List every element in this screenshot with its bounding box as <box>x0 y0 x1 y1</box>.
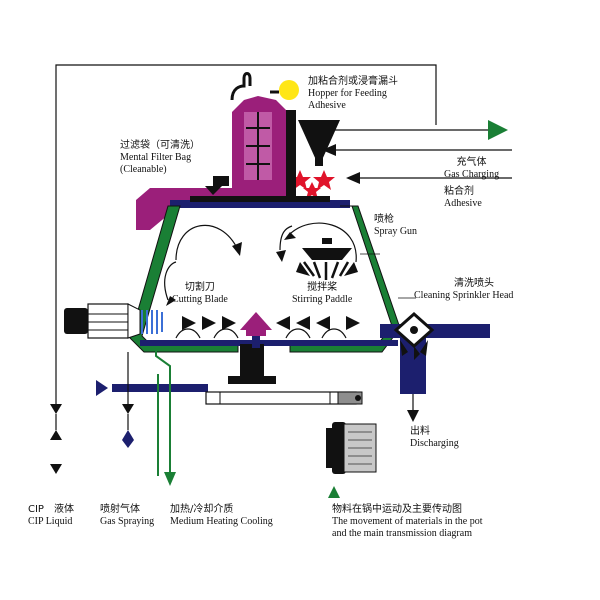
adhesive-line <box>346 172 512 184</box>
hopper-label-en2: Adhesive <box>308 100 346 111</box>
caption-label-en2: and the main transmission diagram <box>332 528 472 539</box>
hopper-label-zh: 加粘合剂或浸膏漏斗 <box>308 76 398 87</box>
spray-gun-label-zh: 喷枪 <box>374 214 394 225</box>
stirring-paddle-label: 搅拌桨 Stirring Paddle <box>292 282 352 306</box>
outlet-green-arrow-icon <box>488 120 508 140</box>
cleaning-head-label: 清洗喷头 Cleaning Sprinkler Head <box>414 278 513 302</box>
gas-spraying-label-zh: 喷射气体 <box>100 504 140 515</box>
filter-bag-label-en1: Mental Filter Bag <box>120 152 192 163</box>
gas-spraying-label: 喷射气体 Gas Spraying <box>100 504 154 528</box>
hopper-label: 加粘合剂或浸膏漏斗 Hopper for Feeding Adhesive <box>308 76 398 112</box>
gas-spraying-valve-icon <box>122 352 134 448</box>
spray-gun-label-en: Spray Gun <box>374 226 418 237</box>
caption-label-zh: 物料在锅中运动及主要传动图 <box>332 504 462 515</box>
stirring-paddle-label-zh: 搅拌桨 <box>307 282 338 293</box>
filter-bag-label: 过滤袋（可清洗） Mental Filter Bag (Cleanable) <box>120 140 200 176</box>
discharging-label-en: Discharging <box>410 438 459 449</box>
gas-charging-line <box>322 144 512 156</box>
discharge-arrow-icon <box>407 394 419 422</box>
motor-green-arrow-icon <box>328 486 340 498</box>
cip-valve-icon <box>50 404 62 474</box>
cip-label-en: CIP Liquid <box>28 516 73 527</box>
flow-arrowheads <box>166 232 296 306</box>
green-return-pipe <box>155 346 176 486</box>
filter-bag-housing <box>136 72 296 230</box>
hopper-label-en1: Hopper for Feeding <box>308 88 387 99</box>
vessel-left-wall <box>129 205 239 353</box>
medium-label-en: Medium Heating Cooling <box>170 516 273 527</box>
center-blade-icon <box>240 312 272 336</box>
medium-label-zh: 加热/冷却介质 <box>170 504 234 515</box>
cutting-blade-label: 切割刀 Cutting Blade <box>172 282 228 306</box>
medium-label: 加热/冷却介质 Medium Heating Cooling <box>170 504 273 528</box>
leader-lines <box>360 253 416 299</box>
cleaning-head-label-zh: 清洗喷头 <box>454 278 494 289</box>
cutting-blade-row <box>182 316 360 330</box>
gas-charging-label-zh: 充气体 <box>456 157 487 168</box>
cutting-blade-label-en: Cutting Blade <box>172 294 228 305</box>
spray-gun-label: 喷枪 Spray Gun <box>374 214 417 238</box>
caption-label-en1: The movement of materials in the pot <box>332 516 483 527</box>
caption-label: 物料在锅中运动及主要传动图 The movement of materials … <box>332 504 483 540</box>
gas-charging-label-en: Gas Charging <box>444 169 500 180</box>
filter-bag-label-en2: (Cleanable) <box>120 164 167 175</box>
main-drive-motor <box>326 422 377 474</box>
cip-label-zh: CIP 液体 <box>28 504 74 515</box>
gas-charging-label: 充气体 Gas Charging <box>444 157 499 181</box>
spray-gun-icon <box>296 238 358 280</box>
material-flow-arrows <box>164 222 357 339</box>
discharging-label: 出料 Discharging <box>410 426 459 450</box>
vessel-lid <box>170 196 350 208</box>
heating-cooling-pipe <box>96 380 363 405</box>
hopper-feeding-adhesive <box>298 120 490 166</box>
stirring-shaft <box>228 336 276 384</box>
gas-spraying-label-en: Gas Spraying <box>100 516 155 527</box>
side-chopper-motor <box>64 303 141 339</box>
adhesive-label-en: Adhesive <box>444 198 482 209</box>
adhesive-label: 粘合剂 Adhesive <box>444 186 482 210</box>
cleaning-head-label-en: Cleaning Sprinkler Head <box>414 290 514 301</box>
filter-bag-label-zh: 过滤袋（可清洗） <box>120 140 200 151</box>
cutting-blade-label-zh: 切割刀 <box>184 282 215 293</box>
cip-label: CIP 液体 CIP Liquid <box>28 504 74 528</box>
chopper-blades-icon <box>141 310 163 334</box>
vessel-bottom-plate <box>140 340 398 346</box>
discharging-label-zh: 出料 <box>410 426 430 437</box>
filter-inlet-valve-icon <box>205 176 229 195</box>
adhesive-label-zh: 粘合剂 <box>444 186 474 197</box>
yellow-indicator-icon <box>270 80 299 100</box>
cip-pipe-line <box>55 64 437 410</box>
cleaning-sprinkler-head <box>380 311 490 394</box>
stirring-paddle-label-en: Stirring Paddle <box>292 294 353 305</box>
